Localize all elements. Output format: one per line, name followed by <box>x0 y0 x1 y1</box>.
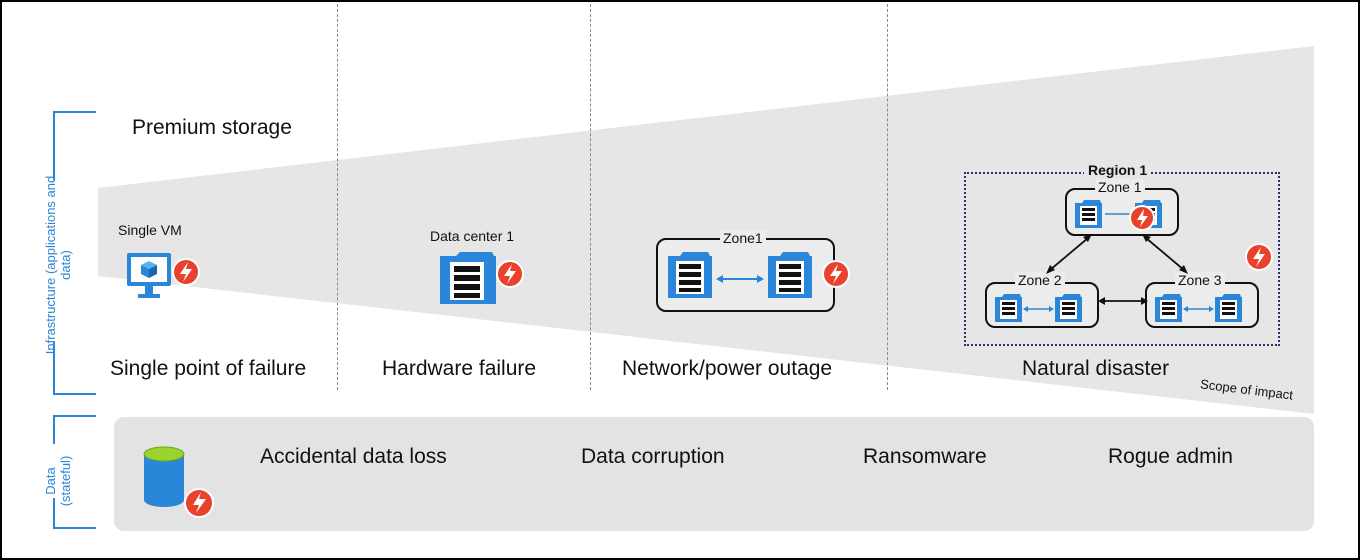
column-separator <box>887 4 888 390</box>
region-label: Region 1 <box>1084 162 1152 178</box>
virtual-machine-icon <box>127 253 200 298</box>
lightning-icon <box>1129 205 1155 231</box>
hardware-failure-title: Hardware failure <box>382 357 537 380</box>
infrastructure-brace <box>53 111 96 395</box>
data-center-icon <box>995 294 1022 322</box>
data-center-icon <box>1155 294 1182 322</box>
data-center-icon <box>1055 294 1082 322</box>
region-contents <box>995 200 1273 322</box>
threat-ransomware: Ransomware <box>863 445 987 468</box>
data-center-icon <box>668 252 712 298</box>
data-center-caption: Data center 1 <box>430 228 515 244</box>
zone1-datacenters <box>668 252 850 298</box>
threat-rogue-admin: Rogue admin <box>1108 445 1233 468</box>
data-label: Data (stateful) <box>43 455 73 507</box>
column-separator <box>590 4 591 390</box>
zone1-label: Zone1 <box>720 230 766 246</box>
lightning-icon <box>172 258 200 286</box>
zone-1-label: Zone 1 <box>1095 179 1145 195</box>
single-vm-caption: Single VM <box>118 222 182 238</box>
database-icon <box>143 446 214 518</box>
data-center-icon <box>440 252 524 304</box>
infrastructure-label: Infrastructure (applications and data) <box>43 175 73 355</box>
zone-3-label: Zone 3 <box>1175 272 1225 288</box>
premium-storage-label: Premium storage <box>132 116 292 139</box>
network-power-outage-title: Network/power outage <box>622 357 833 380</box>
threat-accidental-data-loss: Accidental data loss <box>260 445 447 468</box>
lightning-icon <box>1245 243 1273 271</box>
threat-data-corruption: Data corruption <box>581 445 725 468</box>
data-threats-bar <box>114 417 1314 531</box>
data-center-icon <box>1215 294 1242 322</box>
lightning-icon <box>822 260 850 288</box>
natural-disaster-title: Natural disaster <box>1022 357 1170 380</box>
data-brace <box>53 415 96 529</box>
data-center-icon <box>768 252 812 298</box>
lightning-icon <box>184 488 214 518</box>
zone-2-label: Zone 2 <box>1015 272 1065 288</box>
column-separator <box>337 4 338 390</box>
data-center-icon <box>1075 200 1102 228</box>
lightning-icon <box>496 260 524 288</box>
single-point-of-failure-title: Single point of failure <box>110 357 307 380</box>
